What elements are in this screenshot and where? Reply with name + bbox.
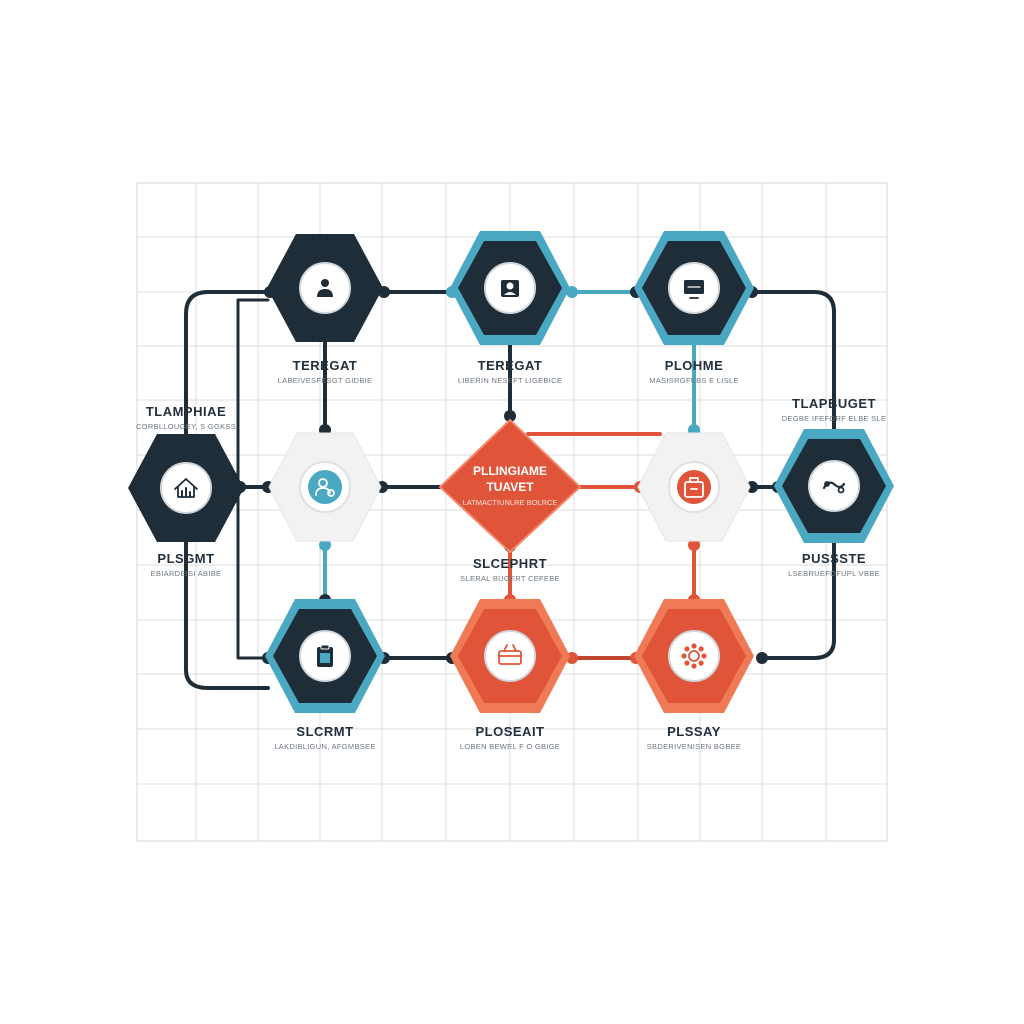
settings-person-icon — [315, 478, 335, 497]
node-mid-right-title: TLAPBUGET — [792, 396, 876, 411]
node-bottom-mid-subtitle: LOBEN BEWEL F O GBIGE — [460, 742, 560, 751]
node-top-mid[interactable] — [450, 231, 570, 345]
house-chart-icon — [174, 478, 198, 498]
icon-badge-fill — [677, 470, 711, 504]
node-top-left[interactable] — [267, 234, 383, 342]
node-mid-center-left[interactable] — [268, 432, 382, 542]
node-mid-left-subtitle: CORBLLOUGEY, S GGKSS — [136, 422, 236, 431]
node-bottom-left[interactable] — [265, 599, 385, 713]
center-diamond[interactable] — [438, 418, 582, 554]
node-mid-left-subtitle-below: EBIARDEISI ABIBE — [151, 569, 222, 578]
icon-badge — [299, 262, 351, 314]
node-mid-right-subtitle-below: LSEBRUEFOFUPL VBBE — [788, 569, 880, 578]
basket-icon — [498, 644, 522, 665]
node-bottom-right-title: PLSSAY — [667, 724, 721, 739]
connector-dot — [756, 652, 768, 664]
monitor-icon — [684, 280, 704, 299]
icon-badge — [808, 460, 860, 512]
node-mid-right-subtitle: DEGBE IFEFORF ELBE SLE — [782, 414, 887, 423]
node-mid-right[interactable] — [774, 429, 894, 543]
center-below-subtitle: SLERAL BUGERT CEFEBE — [460, 574, 560, 583]
node-top-mid-title: TEREGAT — [478, 358, 543, 373]
node-bottom-right[interactable] — [634, 599, 754, 713]
bag-icon — [684, 477, 704, 498]
person-icon — [317, 279, 333, 297]
center-diamond-title-line1: PLLINGIAME — [473, 464, 547, 478]
node-mid-right-title-below: PUSSSTE — [802, 551, 866, 566]
clipboard-icon — [317, 644, 333, 667]
node-mid-left-title-below: PLSGMT — [157, 551, 214, 566]
connector-dot — [688, 539, 700, 551]
node-top-right[interactable] — [634, 231, 754, 345]
center-diamond-title-line2: TUAVET — [486, 480, 534, 494]
center-below-title: SLCEPHRT — [473, 556, 547, 571]
node-top-right-title: PLOHME — [665, 358, 724, 373]
connector-dot — [504, 410, 516, 422]
tools-icon — [822, 481, 846, 494]
node-top-right-subtitle: MASISRGFEBS E LISLE — [649, 376, 738, 385]
center-diamond-subtitle: LATMACTIUNLRE BOLRCE — [463, 498, 558, 507]
node-bottom-left-subtitle: LAKDIBLIGUN, AFGMBSEE — [274, 742, 375, 751]
node-bottom-mid-title: PLOSEAIT — [475, 724, 544, 739]
node-bottom-mid[interactable] — [450, 599, 570, 713]
node-top-left-title: TEREGAT — [293, 358, 358, 373]
node-mid-center-right[interactable] — [637, 432, 751, 542]
icon-badge — [668, 630, 720, 682]
node-bottom-right-subtitle: SBDERIVENISEN BGBEE — [647, 742, 741, 751]
labels: TEREGAT LABEIVESFESGT GIDBIE TEREGAT LIB… — [136, 358, 886, 751]
node-bottom-left-title: SLCRMT — [296, 724, 353, 739]
node-mid-left-title: TLAMPHIAE — [146, 404, 226, 419]
connector-dot — [319, 539, 331, 551]
gear-people-icon — [681, 643, 707, 669]
node-top-mid-subtitle: LIBERIN NESEFT LIGEBICE — [458, 376, 562, 385]
user-icon — [501, 280, 519, 297]
connectors — [184, 290, 836, 690]
node-top-left-subtitle: LABEIVESFESGT GIDBIE — [278, 376, 373, 385]
nodes — [128, 231, 894, 713]
node-mid-left[interactable] — [128, 434, 244, 542]
